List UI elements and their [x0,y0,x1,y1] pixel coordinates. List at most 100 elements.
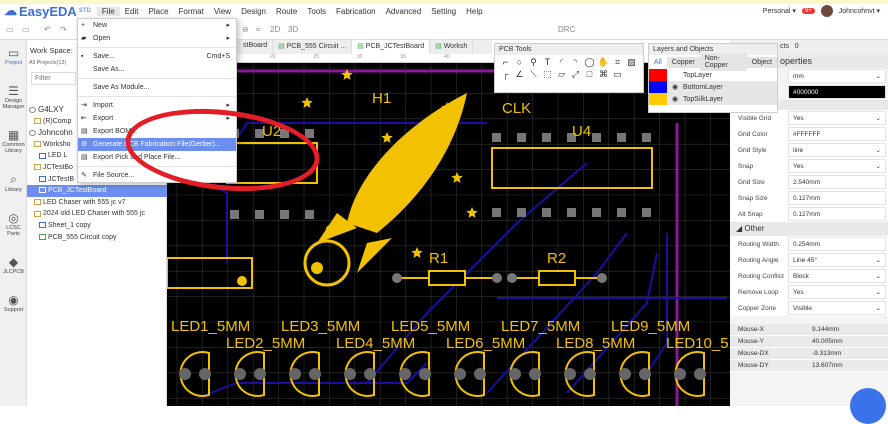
eye-icon[interactable]: ◉ [671,84,679,91]
unit-select[interactable]: mm⌄ [788,69,886,83]
layer-tab[interactable]: Non-Copper [699,53,747,71]
file-menu-item[interactable]: +New▸ [78,19,236,32]
pcb-tool-icon[interactable]: ∠ [515,69,524,79]
zoom-out-icon[interactable]: ⊖ [242,25,249,34]
tree-item[interactable]: PCB_JCTestBoard [27,185,167,197]
layer-row[interactable]: TopLayer [649,69,777,81]
property-input[interactable]: #FFFFFF [788,127,886,141]
layer-color-swatch[interactable] [649,93,667,105]
property-select[interactable]: Line 45°⌄ [788,253,886,267]
sidebar-item-jlcpcb[interactable]: ◆JLCPCB [0,255,27,275]
file-menu-item[interactable]: ▤Export BOM... [78,125,236,138]
avatar[interactable] [820,5,833,17]
pcb-tool-icon[interactable]: ▱ [558,69,565,79]
pcb-tool-icon[interactable]: ⌘ [599,69,608,79]
drc-button[interactable]: DRC [558,25,576,34]
menu-help[interactable]: Help [466,6,483,16]
pcb-tool-icon[interactable]: ▭ [613,69,622,79]
tree-item[interactable]: G4LXY [27,104,77,116]
chat-support-button[interactable] [850,388,886,424]
file-menu-item[interactable]: ▤Export Pick and Place File... [78,151,236,164]
sidebar-item-design-manager[interactable]: ☰Design Manager [0,84,27,110]
tree-item[interactable]: LED Chaser with 555 jc v7 [27,197,167,209]
tree-item[interactable]: PCB_555 Circuit copy [27,232,167,244]
tree-item[interactable]: (R)Comp [27,116,77,128]
menu-fabrication[interactable]: Fabrication [336,6,376,16]
pcb-tool-icon[interactable]: ⌐ [502,57,509,67]
file-menu-item[interactable]: ⇤Export▸ [78,112,236,125]
file-menu-item[interactable]: Save As Module... [78,81,236,94]
menu-view[interactable]: View [213,6,232,16]
user-menu[interactable]: Johncohnvt ▾ [838,8,880,15]
property-input[interactable]: 0.127mm [788,207,886,221]
property-input[interactable]: 2.540mm [788,175,886,189]
sidebar-item-library[interactable]: ⌕Library [0,172,27,193]
menu-file[interactable]: File [96,6,120,16]
menu-tools[interactable]: Tools [307,6,327,16]
sidebar-item-project[interactable]: ▭Project [0,46,27,66]
pcb-tool-icon[interactable]: ┌ [502,69,509,79]
layer-color-swatch[interactable] [649,69,667,81]
eye-icon[interactable]: ◉ [671,96,679,103]
layer-tab[interactable]: Copper [666,56,700,68]
sidebar-item-support[interactable]: ◉Support [0,293,27,313]
save-icon[interactable]: ▭ [22,25,30,34]
open-icon[interactable]: ▭ [6,25,14,34]
property-input[interactable]: 0.254mm [788,237,886,251]
tree-item[interactable]: 2024 old LED Chaser with 555 jc [27,208,167,220]
sidebar-item-lcsc-parts[interactable]: ◎LCSC Parts [0,211,27,237]
pcb-tool-icon[interactable]: ✋ [597,57,610,67]
file-menu-item[interactable]: ▰Open▸ [78,32,236,45]
property-select[interactable]: Yes⌄ [788,285,886,299]
view-3d-button[interactable]: 3D [288,25,299,34]
pcb-tool-icon[interactable]: ⟍ [530,69,537,79]
tab-document[interactable]: ▤ Worksh [430,40,474,54]
view-2d-button[interactable]: 2D [270,25,281,34]
property-select[interactable]: Yes⌄ [788,111,886,125]
pcb-tool-icon[interactable]: ○ [516,57,523,67]
menu-place[interactable]: Place [148,6,169,16]
file-menu-item[interactable]: ⇥Import▸ [78,99,236,112]
tree-item[interactable]: Worksho [27,139,77,151]
menu-advanced[interactable]: Advanced [385,6,422,16]
menu-design[interactable]: Design [241,6,266,16]
tree-item[interactable]: Johncohn [27,127,77,139]
layer-color-swatch[interactable] [649,81,667,93]
pcb-tool-icon[interactable]: □ [586,69,593,79]
background-color-field[interactable]: #000000 [788,85,886,99]
layer-row[interactable]: ◉BottomLayer [649,81,777,93]
pcb-tool-icon[interactable]: ▨ [627,57,636,67]
tree-item[interactable]: JCTestB [27,174,77,186]
menu-setting[interactable]: Setting [431,6,457,16]
layer-tab[interactable]: All [649,56,667,68]
tree-item[interactable]: Sheet_1 copy [27,220,167,232]
pcb-tool-icon[interactable]: ◝ [573,57,578,67]
property-input[interactable]: 0.127mm [788,191,886,205]
redo-icon[interactable]: ↷ [60,25,67,34]
tab-document[interactable]: ▤ PCB_JCTestBoard [352,40,431,54]
notification-badge[interactable]: 9+ [801,8,815,14]
fit-icon[interactable]: ⌗ [256,25,261,34]
pcb-tool-icon[interactable]: ◯ [584,57,595,67]
layer-tab[interactable]: Object [746,56,777,68]
sidebar-item-common-library[interactable]: ▦Common Library [0,128,27,154]
pcb-tool-icon[interactable]: T [544,57,551,67]
tree-item[interactable]: JCTestBo [27,162,77,174]
tab-document[interactable]: stBoard [238,40,274,54]
property-select[interactable]: Yes⌄ [788,159,886,173]
plan-dropdown[interactable]: Personal ▾ [762,8,796,15]
file-menu-item[interactable]: ▪Save...Cmd+S [78,50,236,63]
file-menu-item[interactable]: ⚙Generate PCB Fabrication File(Gerber)..… [78,138,236,151]
tree-item[interactable]: LED L [27,150,77,162]
pcb-tool-icon[interactable]: ⬚ [543,69,552,79]
all-projects-link[interactable]: All Projects(13) [29,60,67,66]
layer-row[interactable]: ◉TopSilkLayer [649,93,777,105]
menu-format[interactable]: Format [178,6,204,16]
tab-document[interactable]: ▤ PCB_555 Circuit ... [273,40,353,54]
property-select[interactable]: Block⌄ [788,269,886,283]
pcb-tool-icon[interactable]: ⚲ [530,57,537,67]
pcb-tool-icon[interactable]: ◜ [559,57,564,67]
menu-route[interactable]: Route [275,6,298,16]
pcb-tool-icon[interactable]: ⌗ [614,57,621,67]
